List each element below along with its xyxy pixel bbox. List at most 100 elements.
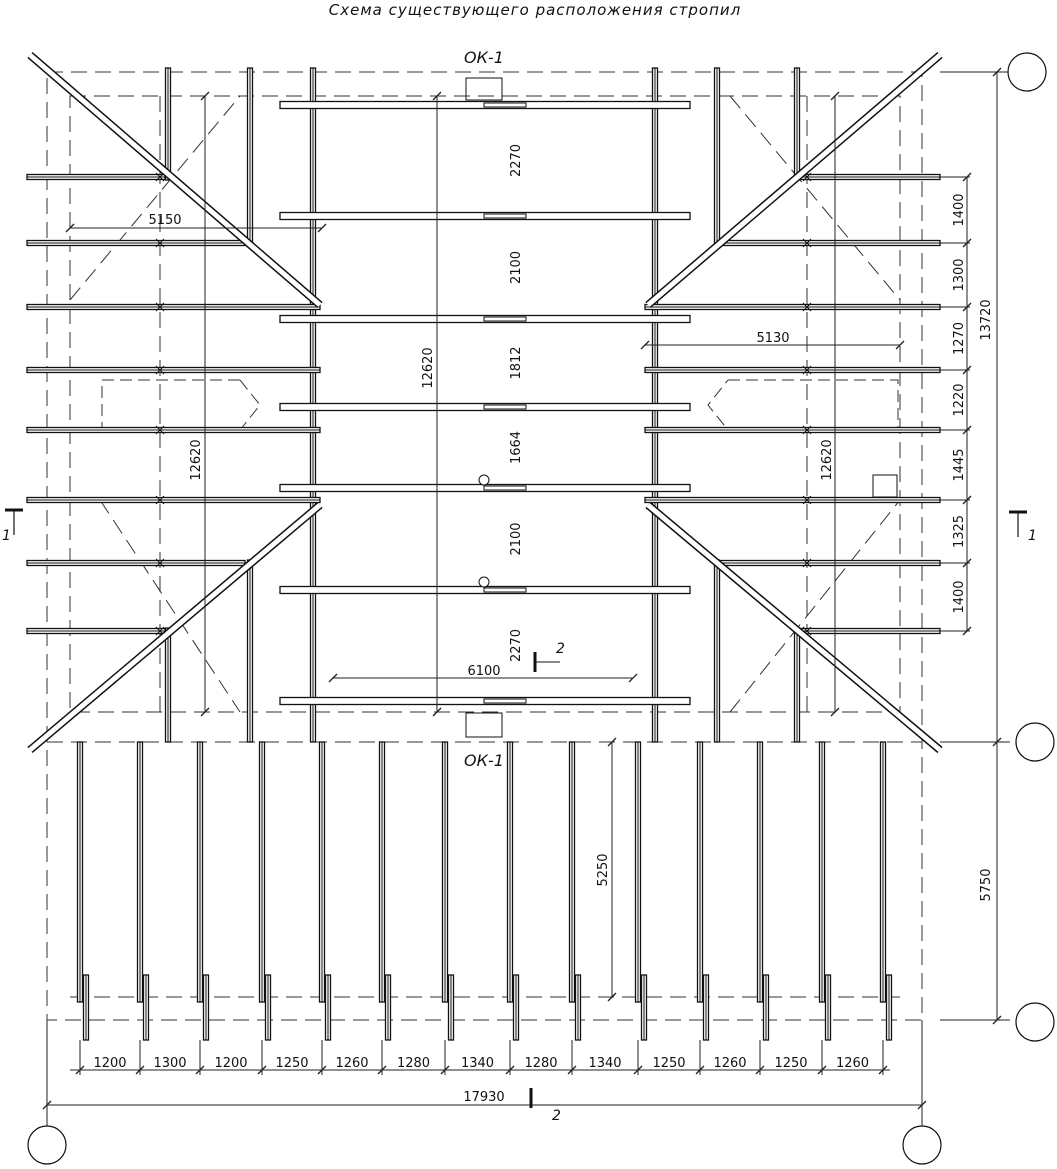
grid-axis-bubble (1007, 52, 1047, 92)
tick (200, 707, 210, 717)
drawing-title: Схема существующего расположения стропил (329, 1, 741, 19)
dim-center-chain-label: 2100 (509, 251, 524, 284)
dim-right-chain-label: 1270 (952, 322, 967, 355)
dim-center-chain-label: 1812 (509, 346, 524, 379)
dim-bottom-chain-label: 1300 (153, 1056, 186, 1071)
section-1-right-label: 1 (1028, 528, 1037, 544)
beam-joint (483, 587, 527, 593)
dim-center-chain-label: 1664 (509, 431, 524, 464)
dashed-diagonal (69, 95, 241, 301)
cross-mark (155, 626, 165, 636)
cross-mark (802, 365, 812, 375)
hip-rafter-top-left-fill (28, 53, 322, 307)
dim-right-chain-label: 1400 (952, 580, 967, 613)
section-2-top-label: 2 (556, 641, 565, 657)
dashed-diagonal (99, 499, 241, 713)
dim-right-span: 5130 (756, 331, 789, 346)
dormer-outline-right (707, 379, 899, 431)
cross-mark (155, 365, 165, 375)
tick (830, 91, 840, 101)
section-1-left-label: 1 (2, 528, 11, 544)
section-2-bottom-label: 2 (552, 1108, 561, 1124)
window-label-top: ОК-1 (464, 48, 504, 67)
dim-bottom-chain-label: 1280 (397, 1056, 430, 1071)
window-ok1-bottom (465, 712, 503, 738)
cross-mark (802, 495, 812, 505)
dim-bottom-chain-label: 1280 (524, 1056, 557, 1071)
tick (895, 340, 905, 350)
dashed-diagonal (729, 499, 901, 713)
pipe-marker (478, 474, 490, 486)
cross-mark (802, 558, 812, 568)
dim-right-chain-label: 1400 (952, 193, 967, 226)
tick (607, 992, 617, 1002)
beam-joint (483, 102, 527, 108)
grid-axis-bubble (27, 1125, 67, 1165)
cross-mark (155, 495, 165, 505)
cross-mark (802, 425, 812, 435)
cross-mark (155, 558, 165, 568)
hip-rafter-bottom-right-fill (646, 503, 942, 752)
dim-bottom-chain-label: 1260 (335, 1056, 368, 1071)
cross-mark (155, 425, 165, 435)
dormer-outline-left (101, 379, 261, 431)
window-label-bottom: ОК-1 (464, 751, 504, 770)
dim-center-chain-label: 2100 (509, 522, 524, 555)
dim-left-span: 5150 (148, 213, 181, 228)
drawing-geometry (26, 51, 943, 1041)
hip-rafter-bottom-left-fill (28, 503, 322, 752)
dim-bottom-chain-label: 1250 (652, 1056, 685, 1071)
wall-outline-dashed (69, 95, 901, 713)
dim-bottom-chain-label: 1250 (275, 1056, 308, 1071)
chimney-box (872, 474, 898, 498)
dim-left-height: 12620 (189, 439, 204, 480)
window-ok1-top (465, 77, 503, 101)
beam-joint (483, 485, 527, 491)
grid-axis-bubble (902, 1125, 942, 1165)
dim-center-span: 6100 (467, 664, 500, 679)
dim-lower-height: 5750 (979, 868, 994, 901)
pipe-marker (478, 576, 490, 588)
tick (317, 223, 327, 233)
cross-mark (802, 302, 812, 312)
cross-mark (802, 238, 812, 248)
dim-bottom-chain-label: 1200 (93, 1056, 126, 1071)
tick (200, 91, 210, 101)
dashed-diagonal (729, 95, 901, 301)
dim-center-chain-label: 2270 (509, 144, 524, 177)
grid-axis-bubble (1015, 1002, 1055, 1042)
dim-bottom-chain-label: 1260 (713, 1056, 746, 1071)
dim-right-chain-label: 1300 (952, 258, 967, 291)
tick (65, 223, 75, 233)
grid-axis-bubble (1015, 722, 1055, 762)
dim-right-chain-label: 1325 (952, 515, 967, 548)
dim-right-height: 12620 (820, 439, 835, 480)
dim-total-height: 13720 (979, 299, 994, 340)
dim-right-chain-label: 1445 (952, 448, 967, 481)
tick (830, 707, 840, 717)
tick (328, 673, 338, 683)
dim-lower-rafter: 5250 (596, 853, 611, 886)
beam-joint (483, 698, 527, 704)
tick (432, 91, 442, 101)
hip-rafter-top-right-fill (646, 53, 942, 307)
tick (607, 737, 617, 747)
tick (640, 340, 650, 350)
dim-bottom-chain-label: 1260 (836, 1056, 869, 1071)
beam-joint (483, 213, 527, 219)
dim-right-chain-label: 1220 (952, 383, 967, 416)
dim-bottom-chain-label: 1200 (214, 1056, 247, 1071)
dim-total-width: 17930 (463, 1090, 504, 1105)
beam-joint (483, 316, 527, 322)
cross-mark (155, 238, 165, 248)
dim-bottom-chain-label: 1340 (461, 1056, 494, 1071)
dim-center-height: 12620 (421, 347, 436, 388)
dim-bottom-chain-label: 1250 (774, 1056, 807, 1071)
tick (628, 673, 638, 683)
dim-center-chain-label: 2270 (509, 629, 524, 662)
roof-outline-dashed (46, 71, 923, 1021)
cross-mark (155, 302, 165, 312)
beam-joint (483, 404, 527, 410)
tick (432, 707, 442, 717)
